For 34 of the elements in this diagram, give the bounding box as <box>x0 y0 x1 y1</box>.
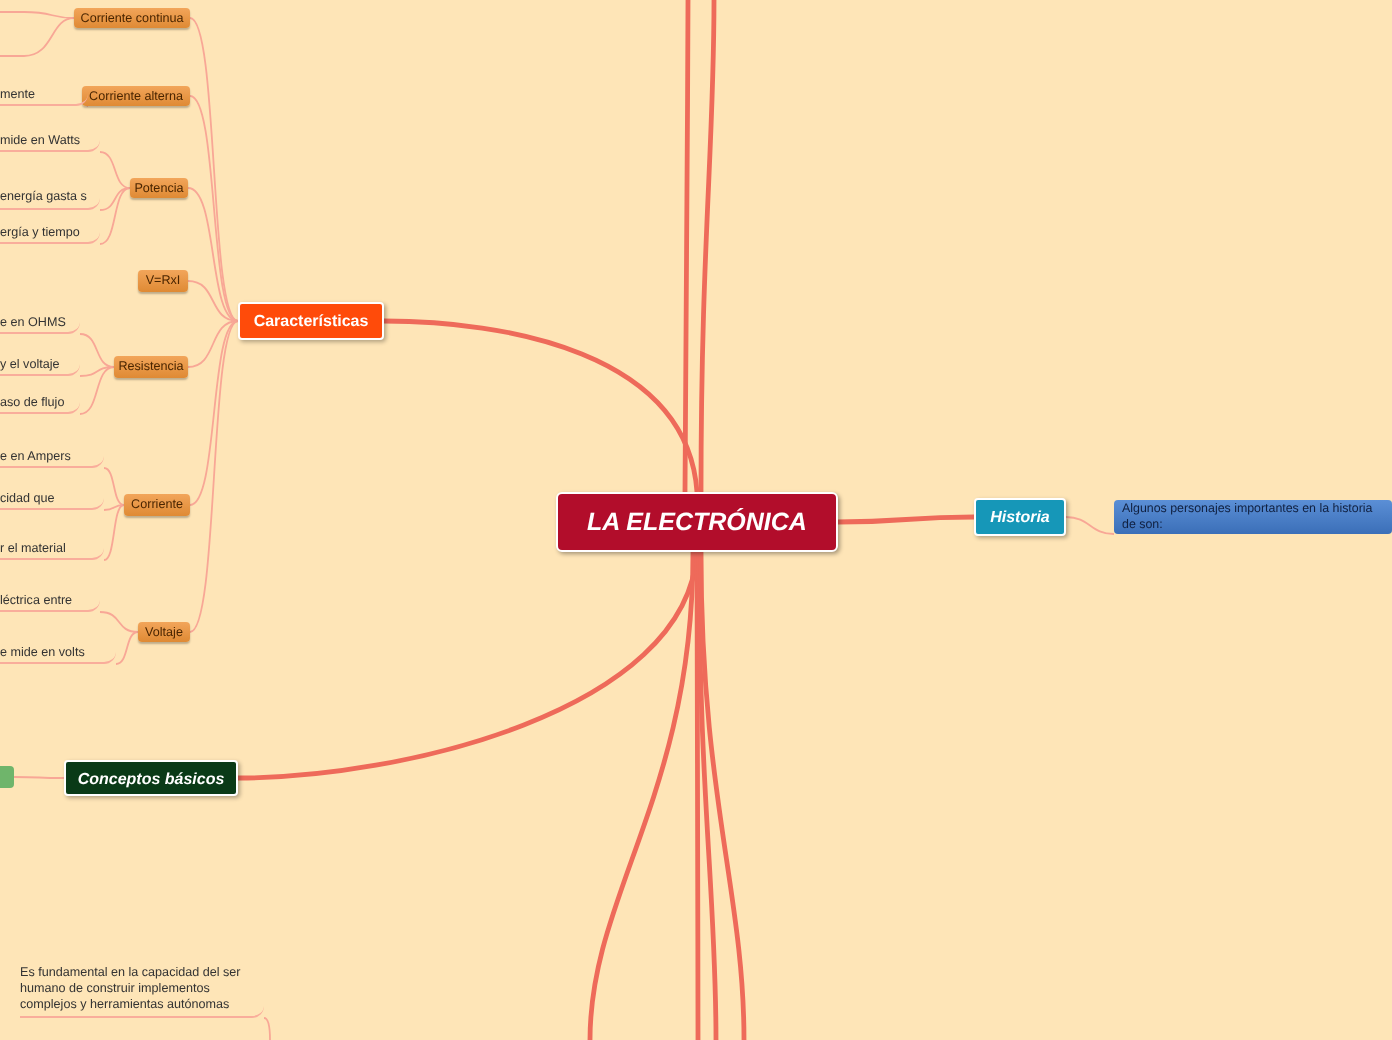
connector-line <box>103 504 125 561</box>
connector-line <box>189 320 239 633</box>
connector-line <box>698 0 717 492</box>
connector-line <box>187 320 239 368</box>
connector-line <box>13 776 65 779</box>
connector-line <box>189 320 239 506</box>
connector-line <box>0 11 75 19</box>
connector-line <box>383 318 700 493</box>
topic-box: Historia <box>974 498 1066 536</box>
connector-line <box>189 95 239 322</box>
connector-line <box>99 151 131 189</box>
connector-line <box>189 17 239 322</box>
connector-line <box>99 611 139 633</box>
connector-line <box>0 17 75 57</box>
connector-line <box>838 514 974 525</box>
central-topic-box: LA ELECTRÓNICA <box>556 492 838 552</box>
connector-line <box>587 551 696 1040</box>
connector-line <box>187 280 239 322</box>
connector-line <box>79 366 115 415</box>
connector-line <box>103 504 125 511</box>
connector-line <box>99 187 131 245</box>
connector-line <box>103 467 125 506</box>
topic-box: Características <box>238 302 384 340</box>
connector-line <box>79 333 115 368</box>
connector-line <box>99 187 131 211</box>
connector-line <box>698 551 747 1040</box>
connector-line <box>682 0 691 492</box>
connector-line <box>187 187 239 322</box>
topic-box: Conceptos básicos <box>64 760 238 796</box>
connector-line <box>79 366 115 377</box>
connector-line <box>115 631 139 665</box>
connector-line <box>1065 516 1115 535</box>
connector-line <box>263 1017 271 1040</box>
subtopic-box <box>0 766 14 788</box>
